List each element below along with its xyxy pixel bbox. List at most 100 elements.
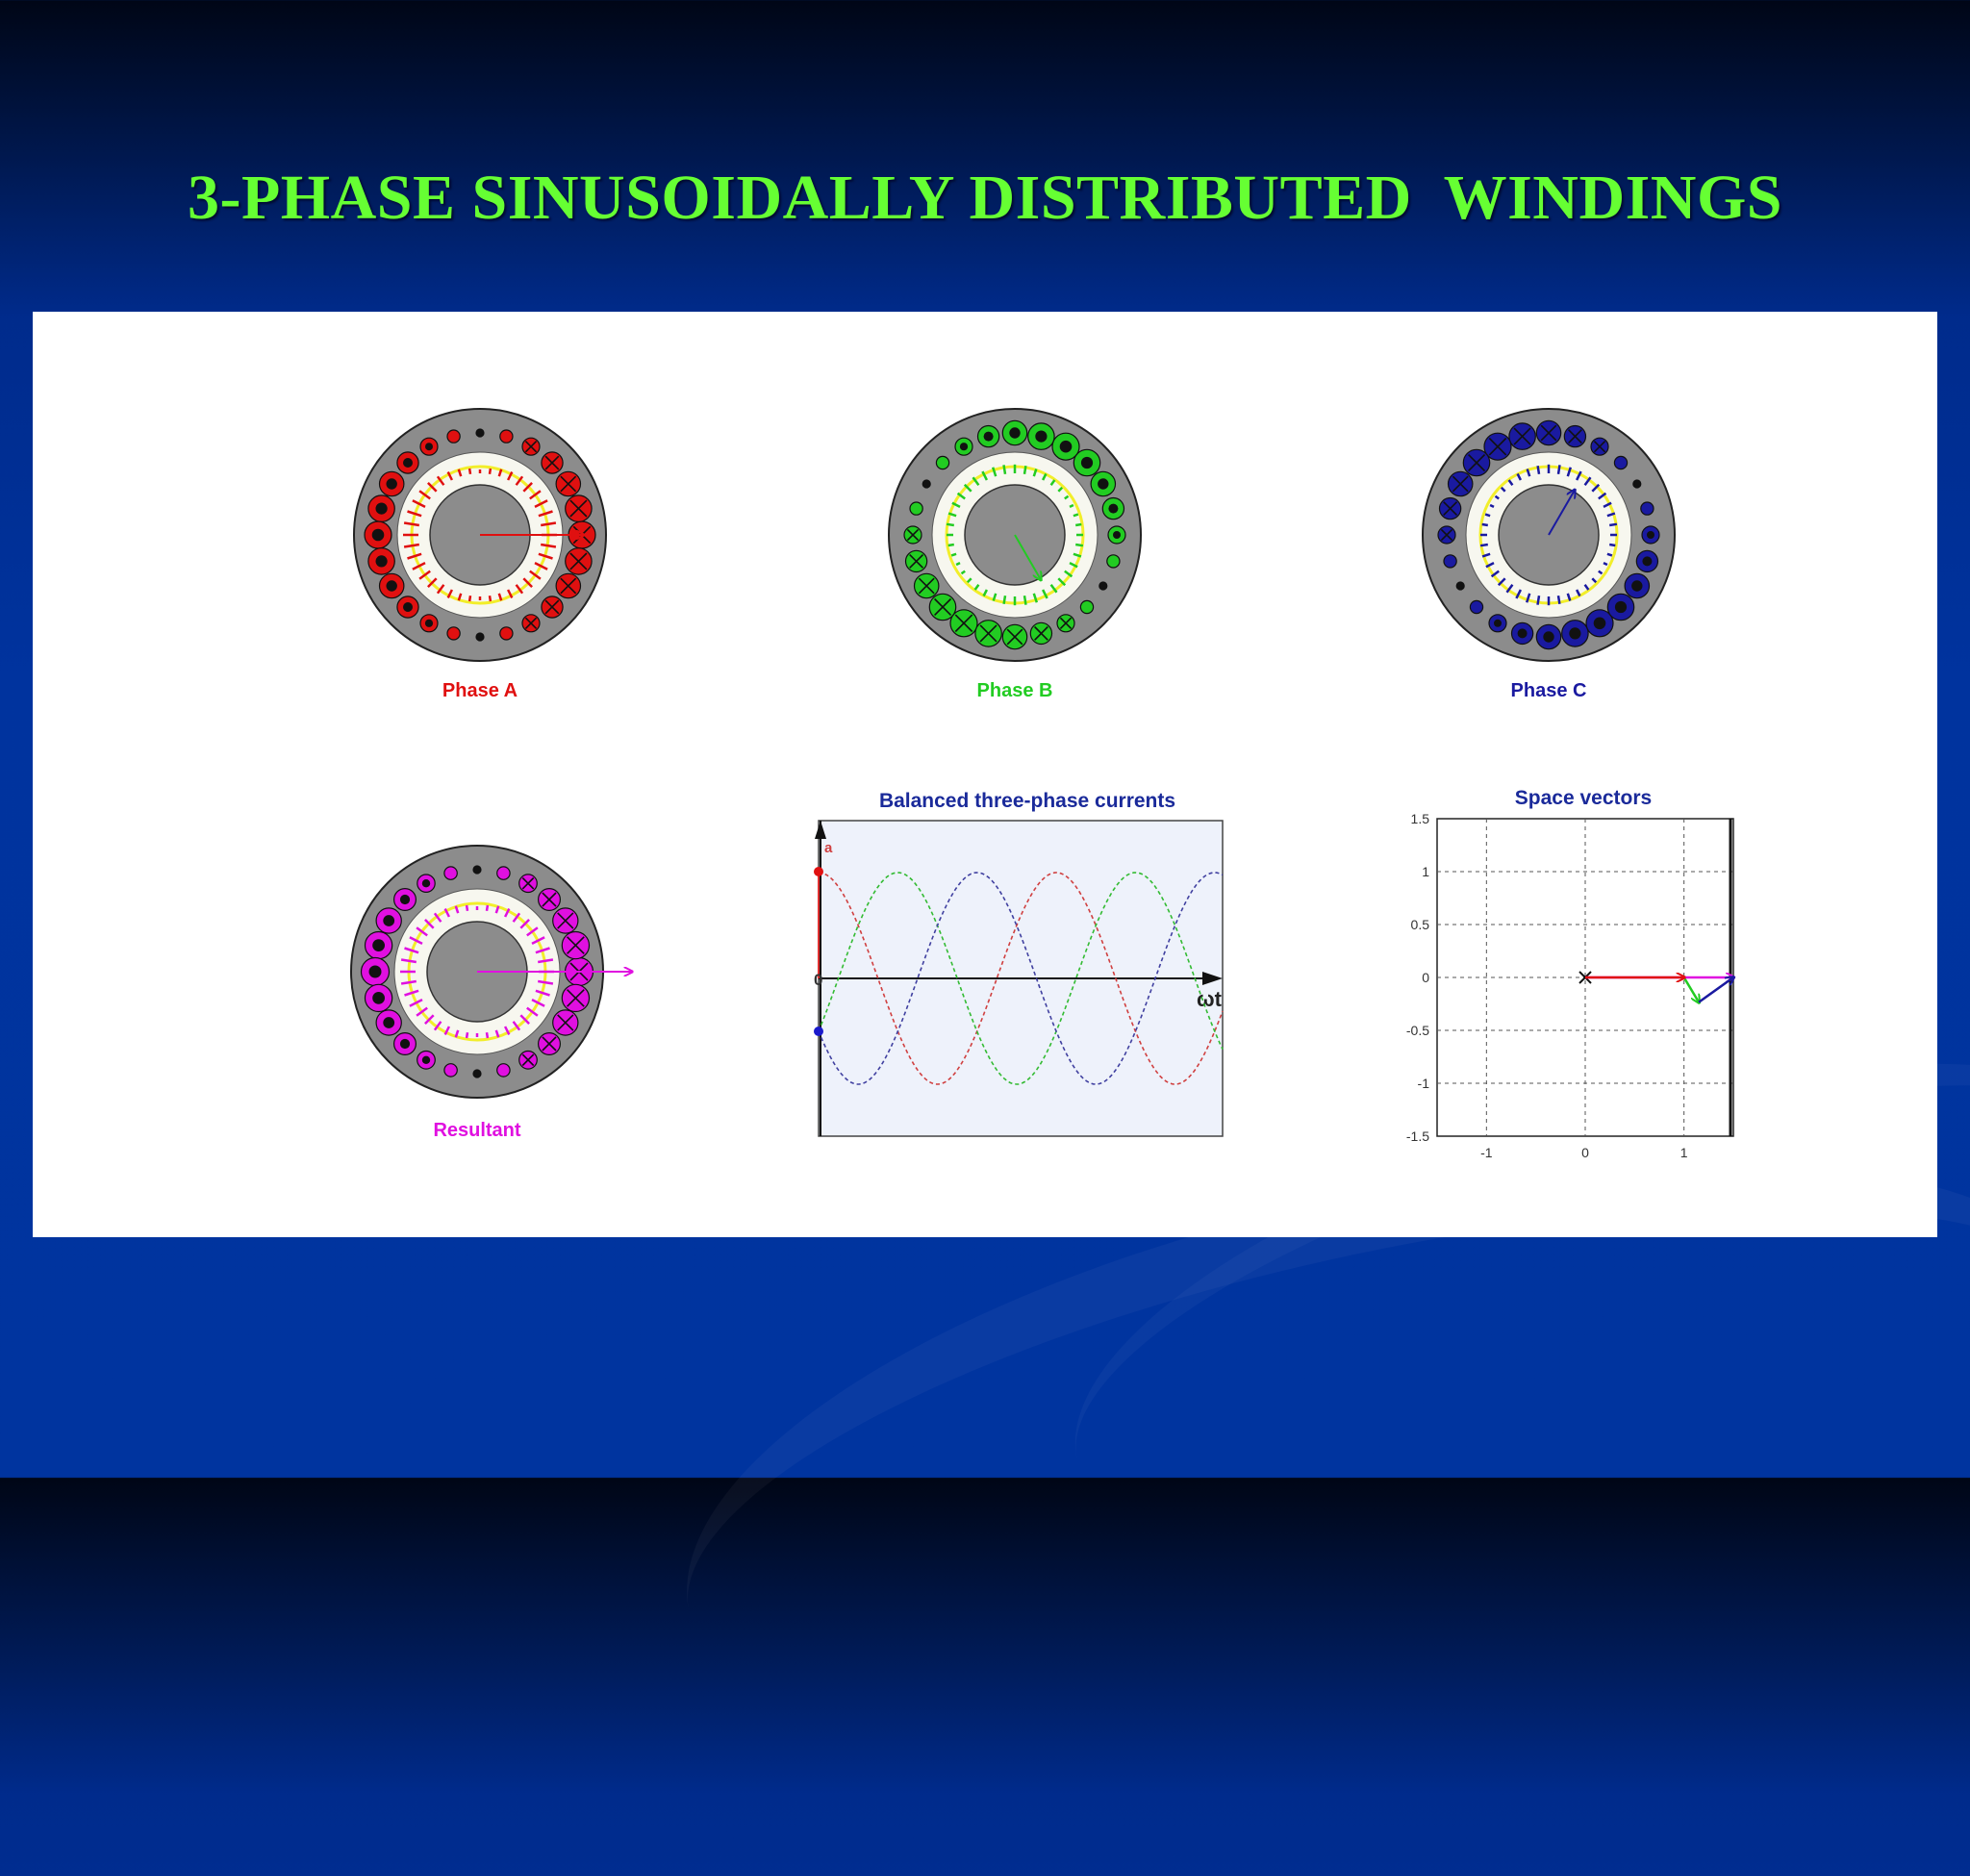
field-tick [946,522,954,527]
current-c-wave [818,872,1224,1085]
conductor-dot [386,478,397,490]
field-tick [1609,522,1618,527]
conductor-cross [1006,628,1023,646]
conductor [1640,501,1654,516]
field-tick [404,989,419,997]
field-tick [972,476,980,486]
field-tick [409,998,423,1007]
x-tick-label: 0 [1581,1145,1589,1160]
conductor [499,429,514,444]
field-tick [951,501,961,509]
figure-panel: Phase A Phase B Phase C Resultant Balanc… [33,312,1937,1237]
field-tick [433,912,442,923]
field-tick [424,919,435,929]
field-tick [457,593,463,601]
conductor-dot [1569,627,1581,640]
conductor [1443,554,1457,569]
conductor [909,501,923,516]
field-tick [519,1014,530,1025]
field-tick [1591,577,1598,584]
conductor-dot [1059,440,1073,453]
conductor-cross [567,989,585,1007]
field-tick [400,979,417,985]
space-vectors [1579,971,1733,1002]
field-tick [446,471,454,481]
conductor-dot [1642,556,1653,567]
conductor [443,1063,458,1077]
field-tick [992,467,998,477]
conductor-dot [375,502,388,515]
x-tick-label: 1 [1680,1145,1688,1160]
field-tick [538,552,553,560]
conductor-cross [979,624,998,643]
conductor-cross [569,499,588,518]
field-tick [966,577,972,584]
field-tick [416,1006,428,1017]
field-tick [427,482,438,493]
conductor [1079,599,1095,615]
field-tick [1566,593,1572,601]
field-tick [1069,503,1074,509]
conductor [446,626,461,641]
field-tick [454,905,460,914]
field-tick [1032,469,1038,477]
conductor-cross [1452,475,1469,493]
conductor-cross [524,441,538,453]
field-tick [529,570,542,580]
field-tick [485,1032,490,1039]
conductor-dot [421,879,431,888]
field-tick [515,584,524,595]
field-tick [531,936,545,946]
conductor [475,428,485,438]
field-tick [1575,470,1582,481]
conductor [1469,599,1484,615]
currents-y-axis-arrow [815,821,826,839]
y-tick-label: -1.5 [1406,1128,1429,1144]
field-tick [1500,486,1506,493]
field-tick [436,584,445,595]
field-tick [947,512,957,518]
conductor-cross [560,577,577,595]
current-a-wave [818,872,1224,1085]
conductor-dot [372,939,385,951]
field-tick [1494,494,1500,500]
field-tick [960,570,966,575]
phase-b-label: Phase B [977,680,1053,701]
conductor-dot [383,1017,395,1028]
field-tick [1490,570,1500,578]
current-a-label: a [824,840,833,856]
field-tick [1603,501,1612,509]
conductor [935,455,950,470]
field-tick [418,490,431,500]
currents-plot-title: Balanced three-phase currents [879,790,1175,812]
field-tick [1074,522,1082,527]
field-tick [494,1029,500,1038]
field-tick [522,482,533,493]
field-tick [512,912,521,923]
field-tick [1484,513,1491,518]
conductor-dot [375,555,388,568]
conductor-dot [1098,478,1109,490]
field-tick [412,499,426,509]
conductor-dot [1647,531,1654,539]
conductor-dot [421,1055,431,1064]
phase-b-space-vector [1682,976,1699,1002]
conductor-cross [906,528,920,542]
conductor-dot [399,1038,411,1050]
field-tick [519,919,530,929]
field-tick [1489,503,1495,509]
conductor-dot [383,915,395,926]
conductor-dot [1517,628,1528,639]
field-tick [457,469,463,477]
conductor-dot [959,443,969,451]
conductor-dot [1543,631,1554,643]
field-tick [412,561,426,570]
field-tick [503,908,511,918]
conductor-dot [425,443,433,451]
field-tick [1481,522,1489,527]
conductor [472,1069,482,1078]
field-tick [535,989,550,997]
conductor-cross [521,1053,535,1067]
field-tick [506,589,514,598]
field-tick [407,510,422,518]
